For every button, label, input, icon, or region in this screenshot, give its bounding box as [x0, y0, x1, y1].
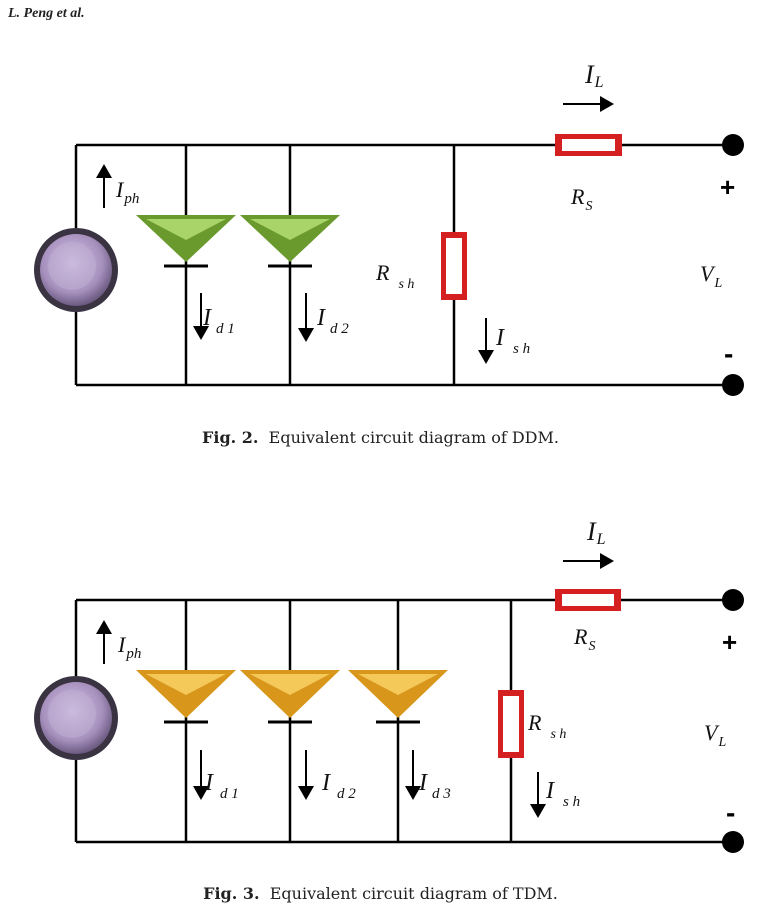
label-plus: +: [720, 172, 735, 202]
shunt-resistor-rsh-icon: [498, 690, 524, 758]
wires: [74, 143, 733, 387]
label-iph: Iph: [117, 632, 141, 662]
label-minus: -: [726, 797, 735, 828]
shunt-resistor-rsh-icon: [441, 232, 467, 300]
diode-3-icon: [348, 670, 448, 724]
label-il: IL: [584, 60, 604, 91]
label-vl: VL: [700, 261, 722, 291]
label-plus: +: [722, 627, 737, 657]
negative-terminal-icon: [722, 374, 744, 396]
diode-1-icon: [136, 670, 236, 724]
label-rs: RS: [570, 184, 592, 214]
figure-3-caption: Fig. 3. Equivalent circuit diagram of TD…: [203, 884, 558, 903]
label-rs: RS: [573, 624, 595, 654]
label-iph: Iph: [115, 177, 139, 207]
figure-2-caption: Fig. 2. Equivalent circuit diagram of DD…: [202, 428, 559, 447]
current-source-icon: [34, 228, 118, 312]
label-il: IL: [586, 517, 606, 548]
diode-2-icon: [240, 670, 340, 724]
series-resistor-rs-icon: [555, 589, 621, 611]
page-header-authors: L. Peng et al.: [8, 6, 85, 21]
diode-1-icon: [136, 215, 236, 268]
label-vl: VL: [704, 720, 726, 750]
current-arrows: [96, 96, 614, 364]
negative-terminal-icon: [722, 831, 744, 853]
label-minus: -: [724, 338, 733, 369]
current-source-icon: [34, 676, 118, 760]
positive-terminal-icon: [722, 589, 744, 611]
series-resistor-rs-icon: [555, 134, 622, 156]
current-arrows: [96, 553, 614, 818]
positive-terminal-icon: [722, 134, 744, 156]
diode-2-icon: [240, 215, 340, 268]
